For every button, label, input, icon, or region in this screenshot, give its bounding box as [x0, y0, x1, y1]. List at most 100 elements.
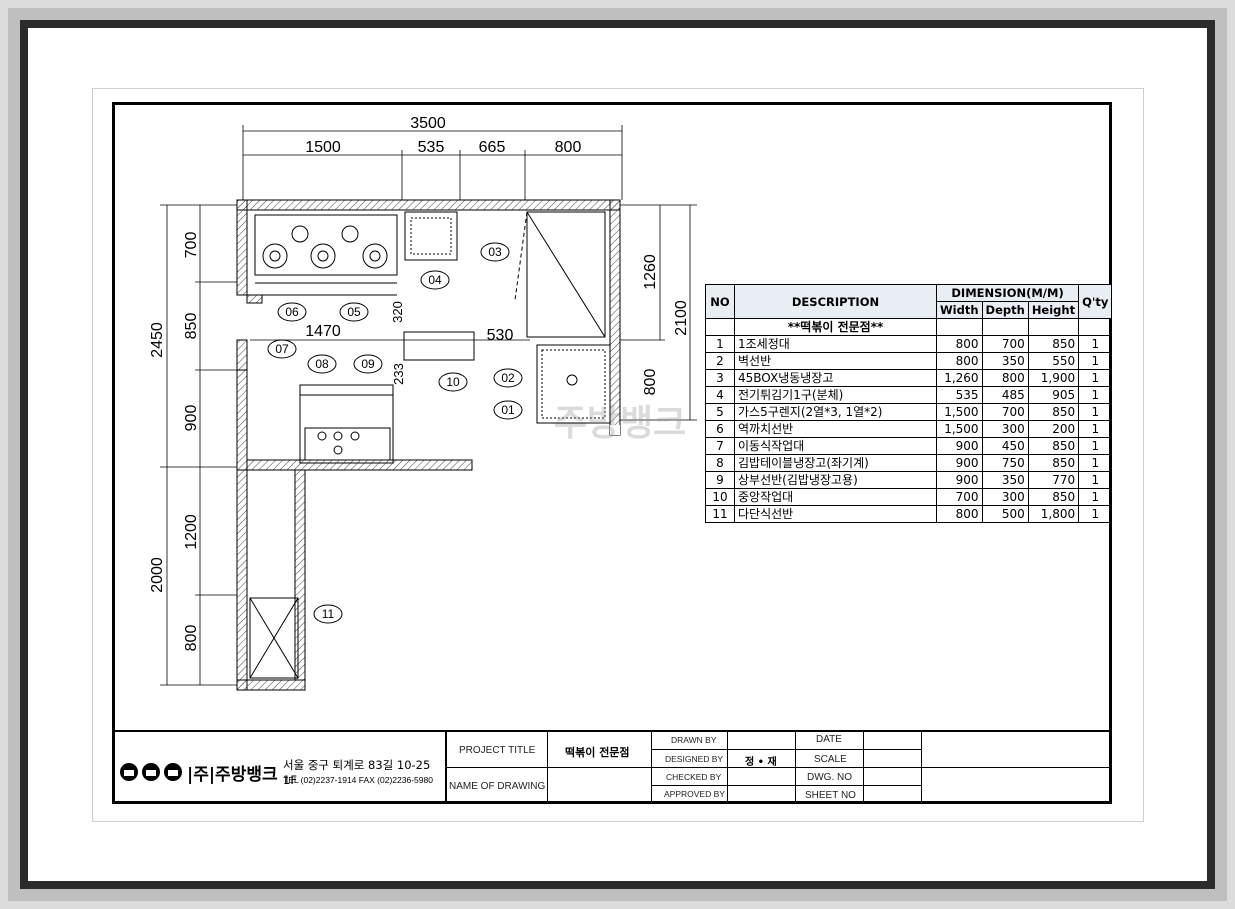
row-description: 45BOX냉동냉장고 [734, 369, 937, 387]
dim-left-inner-4: 1200 [183, 514, 200, 550]
dim-top-1: 1500 [305, 139, 341, 156]
dim-inner-4: 233 [391, 363, 406, 385]
designer-name: 정 • 재 [745, 757, 777, 768]
gas-range [254, 214, 398, 276]
row-description: 이동식작업대 [734, 437, 937, 455]
svg-text:03: 03 [488, 245, 502, 259]
company-name: |주|주방뱅크 [187, 765, 278, 785]
row-description: 상부선반(김밥냉장고용) [734, 471, 937, 489]
checked-by-label: CHECKED BY [666, 772, 722, 782]
row-depth: 485 [981, 386, 1029, 404]
callout-02: 02 [493, 368, 523, 388]
drawn-by-label: DRAWN BY [671, 735, 717, 745]
row-width: 900 [936, 471, 983, 489]
svg-text:05: 05 [347, 305, 361, 319]
dim-inner-1: 1470 [305, 323, 341, 340]
row-depth: 750 [981, 454, 1029, 472]
dim-inner-3: 320 [390, 301, 405, 323]
dimension-lines [160, 125, 697, 686]
callout-08: 08 [307, 354, 337, 374]
row-width: 535 [936, 386, 983, 404]
dim-right-2: 2100 [673, 300, 690, 336]
row-description: 벽선반 [734, 352, 937, 370]
row-width: 900 [936, 454, 983, 472]
dim-top-3: 665 [479, 139, 506, 156]
company-tel: TEL (02)2237-1914 FAX (02)2236-5980 [283, 775, 433, 785]
row-height: 850 [1027, 403, 1080, 421]
callout-07: 07 [267, 339, 297, 359]
th-height: Height [1027, 301, 1080, 319]
row-depth: 800 [981, 369, 1029, 387]
svg-text:02: 02 [501, 371, 515, 385]
row-no: 5 [705, 403, 735, 421]
row-qty: 1 [1078, 369, 1113, 387]
row-description: 1조세정대 [734, 335, 937, 353]
title-block: |주|주방뱅크 서울 중구 퇴계로 83길 10-25 1F TEL (02)2… [115, 730, 1109, 803]
dim-right-3: 800 [642, 369, 659, 396]
row-qty: 1 [1078, 437, 1113, 455]
svg-text:08: 08 [315, 357, 329, 371]
callout-11: 11 [313, 604, 343, 624]
th-width: Width [936, 301, 983, 319]
callout-09: 09 [353, 354, 383, 374]
multi-shelf [249, 597, 299, 679]
dim-left-inner-5: 800 [183, 625, 200, 652]
svg-text:06: 06 [285, 305, 299, 319]
designed-by-label: DESIGNED BY [665, 754, 724, 764]
svg-text:01: 01 [501, 403, 515, 417]
row-qty: 1 [1078, 335, 1113, 353]
row-description: 김밥테이블냉장고(좌기계) [734, 454, 937, 472]
kimbap-fridge [299, 384, 394, 464]
equipment [249, 211, 611, 679]
row-depth: 700 [981, 335, 1029, 353]
dim-right-1: 1260 [642, 254, 659, 290]
dim-left-outer-2: 2000 [149, 557, 166, 593]
walls [236, 199, 621, 691]
row-no: 3 [705, 369, 735, 387]
row-qty: 1 [1078, 403, 1113, 421]
dwg-no-label: DWG. NO [807, 772, 852, 783]
row-description: 역까치선반 [734, 420, 937, 438]
dim-top-2: 535 [418, 139, 445, 156]
dim-top-4: 800 [555, 139, 582, 156]
name-of-drawing-label: NAME OF DRAWING [449, 781, 546, 792]
company-logo-block: |주|주방뱅크 서울 중구 퇴계로 83길 10-25 1F TEL (02)2… [115, 732, 447, 803]
row-qty: 1 [1078, 471, 1113, 489]
th-qty: Q'ty [1078, 284, 1113, 319]
row-depth: 350 [981, 352, 1029, 370]
sink [536, 344, 611, 424]
fryer [404, 211, 458, 261]
row-width: 800 [936, 505, 983, 523]
scale-label: SCALE [814, 754, 847, 765]
center-worktable [403, 331, 475, 361]
dim-left-outer-1: 2450 [149, 322, 166, 358]
row-no: 6 [705, 420, 735, 438]
row-depth: 300 [981, 488, 1029, 506]
row-no: 1 [705, 335, 735, 353]
svg-text:07: 07 [275, 342, 289, 356]
row-height: 905 [1027, 386, 1080, 404]
chef-hat-logo-icon [120, 763, 182, 781]
row-qty: 1 [1078, 505, 1113, 523]
row-height: 550 [1027, 352, 1080, 370]
watermark: 주방뱅크 [554, 403, 686, 444]
row-height: 1,900 [1027, 369, 1080, 387]
row-height: 850 [1027, 454, 1080, 472]
row-depth: 700 [981, 403, 1029, 421]
row-no: 9 [705, 471, 735, 489]
row-no: 8 [705, 454, 735, 472]
th-depth: Depth [981, 301, 1029, 319]
row-height: 770 [1027, 471, 1080, 489]
row-height: 850 [1027, 437, 1080, 455]
burner-icons [262, 225, 388, 269]
svg-text:04: 04 [428, 273, 442, 287]
